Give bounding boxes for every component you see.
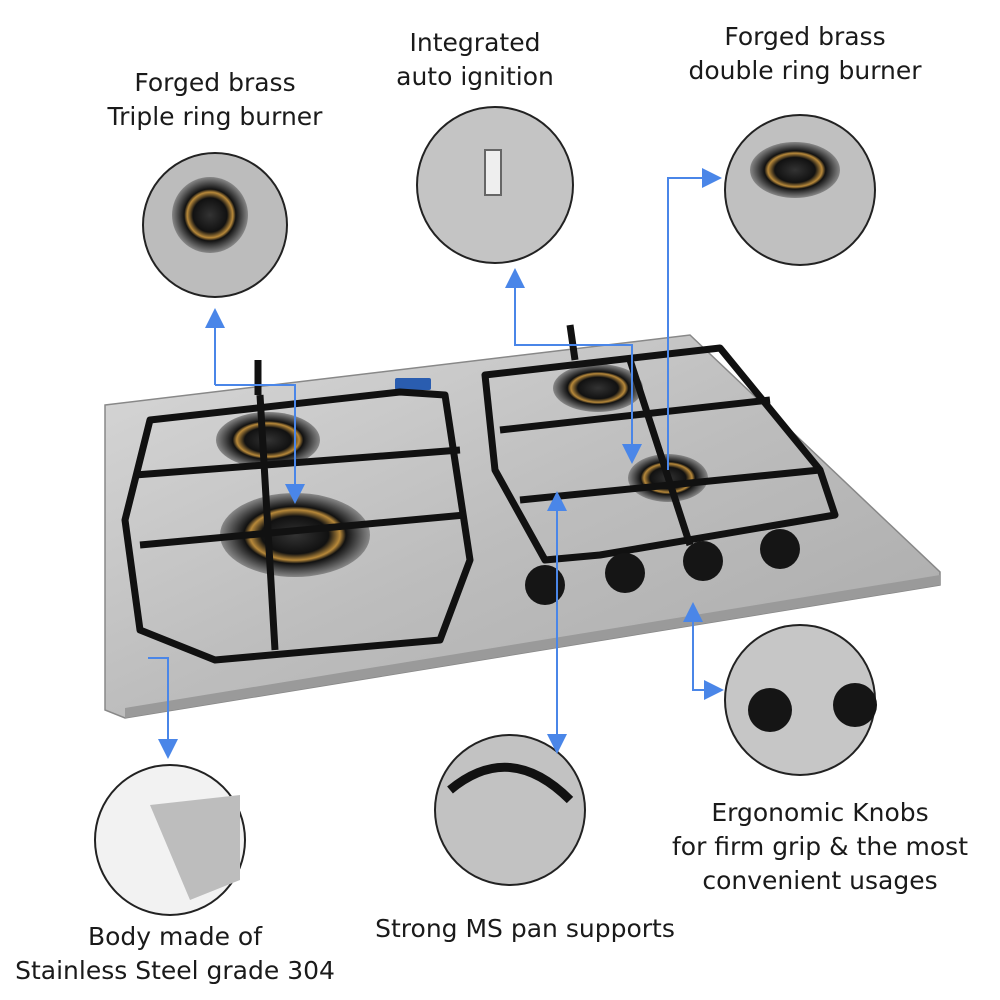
label-line: Triple ring burner: [107, 102, 323, 131]
detail-pan-support-image: [434, 734, 586, 886]
label-ignition: Integrated auto ignition: [370, 26, 580, 94]
label-line: Body made of: [87, 922, 263, 951]
detail-circles: [94, 106, 877, 916]
arrow-ignition: [505, 268, 633, 458]
label-line: Strong MS pan supports: [375, 914, 675, 943]
label-line: Forged brass: [724, 22, 886, 51]
arrow-body: [148, 657, 178, 759]
label-triple-burner: Forged brass Triple ring burner: [60, 66, 370, 134]
label-line: double ring burner: [688, 56, 922, 85]
label-line: Forged brass: [134, 68, 296, 97]
label-line: Integrated: [409, 28, 541, 57]
control-knobs: [525, 529, 800, 605]
detail-triple-burner-image: [142, 152, 288, 298]
arrow-knobs: [692, 608, 724, 700]
label-pan-supports: Strong MS pan supports: [355, 912, 695, 946]
label-knobs: Ergonomic Knobs for firm grip & the most…: [650, 796, 990, 898]
detail-knobs-image: [724, 624, 877, 776]
pan-supports: [121, 324, 839, 664]
callout-arrows: [148, 168, 724, 759]
knob-2[interactable]: [605, 553, 645, 593]
label-line: Stainless Steel grade 304: [15, 956, 335, 985]
label-body: Body made of Stainless Steel grade 304: [0, 920, 350, 988]
detail-ignition-image: [416, 106, 574, 264]
label-line: auto ignition: [396, 62, 554, 91]
knob-1[interactable]: [525, 565, 565, 605]
detail-double-burner-image: [724, 114, 876, 266]
knob-4[interactable]: [760, 529, 800, 569]
knob-3[interactable]: [683, 541, 723, 581]
brand-logo: [395, 378, 431, 390]
detail-body-image: [94, 764, 246, 916]
label-double-burner: Forged brass double ring burner: [660, 20, 950, 88]
label-line: convenient usages: [702, 866, 938, 895]
label-line: for firm grip & the most: [671, 832, 968, 861]
burner-front-left-triple: [220, 493, 370, 577]
label-line: Ergonomic Knobs: [711, 798, 929, 827]
arrow-double-burner: [667, 168, 722, 470]
burner-rear-right: [553, 364, 643, 412]
